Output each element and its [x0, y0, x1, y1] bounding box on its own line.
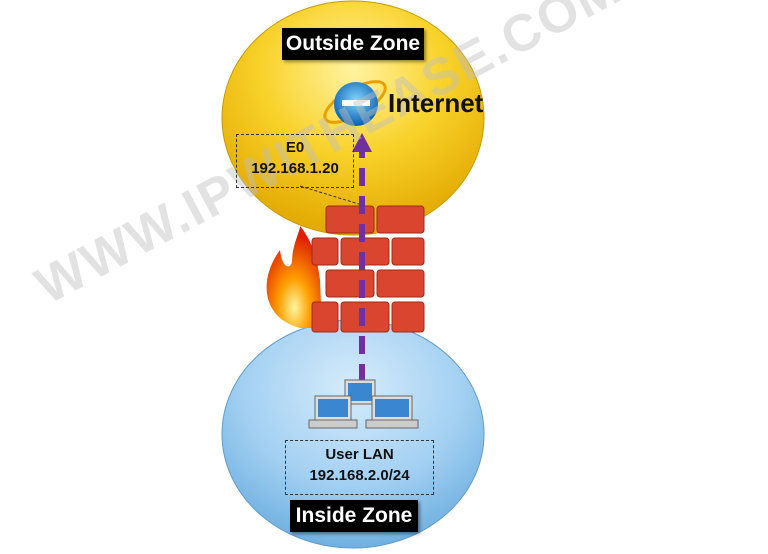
- interface-ip: 192.168.1.20: [251, 160, 339, 177]
- internet-label: Internet: [388, 88, 484, 118]
- lan-subnet: 192.168.2.0/24: [309, 467, 410, 484]
- interface-box: E0 192.168.1.20: [236, 134, 354, 188]
- network-arrow: [352, 133, 372, 382]
- flame-icon: [266, 226, 322, 328]
- computers-icon: [308, 379, 419, 429]
- outside-zone-label: Outside Zone: [282, 28, 424, 60]
- firewall-icon: [311, 205, 425, 333]
- internet-explorer-icon: [323, 80, 387, 126]
- interface-name: E0: [285, 139, 305, 156]
- inside-zone-label: Inside Zone: [290, 500, 418, 532]
- leader-line: [299, 185, 363, 206]
- lan-box: User LAN 192.168.2.0/24: [285, 440, 434, 495]
- lan-name: User LAN: [325, 446, 394, 463]
